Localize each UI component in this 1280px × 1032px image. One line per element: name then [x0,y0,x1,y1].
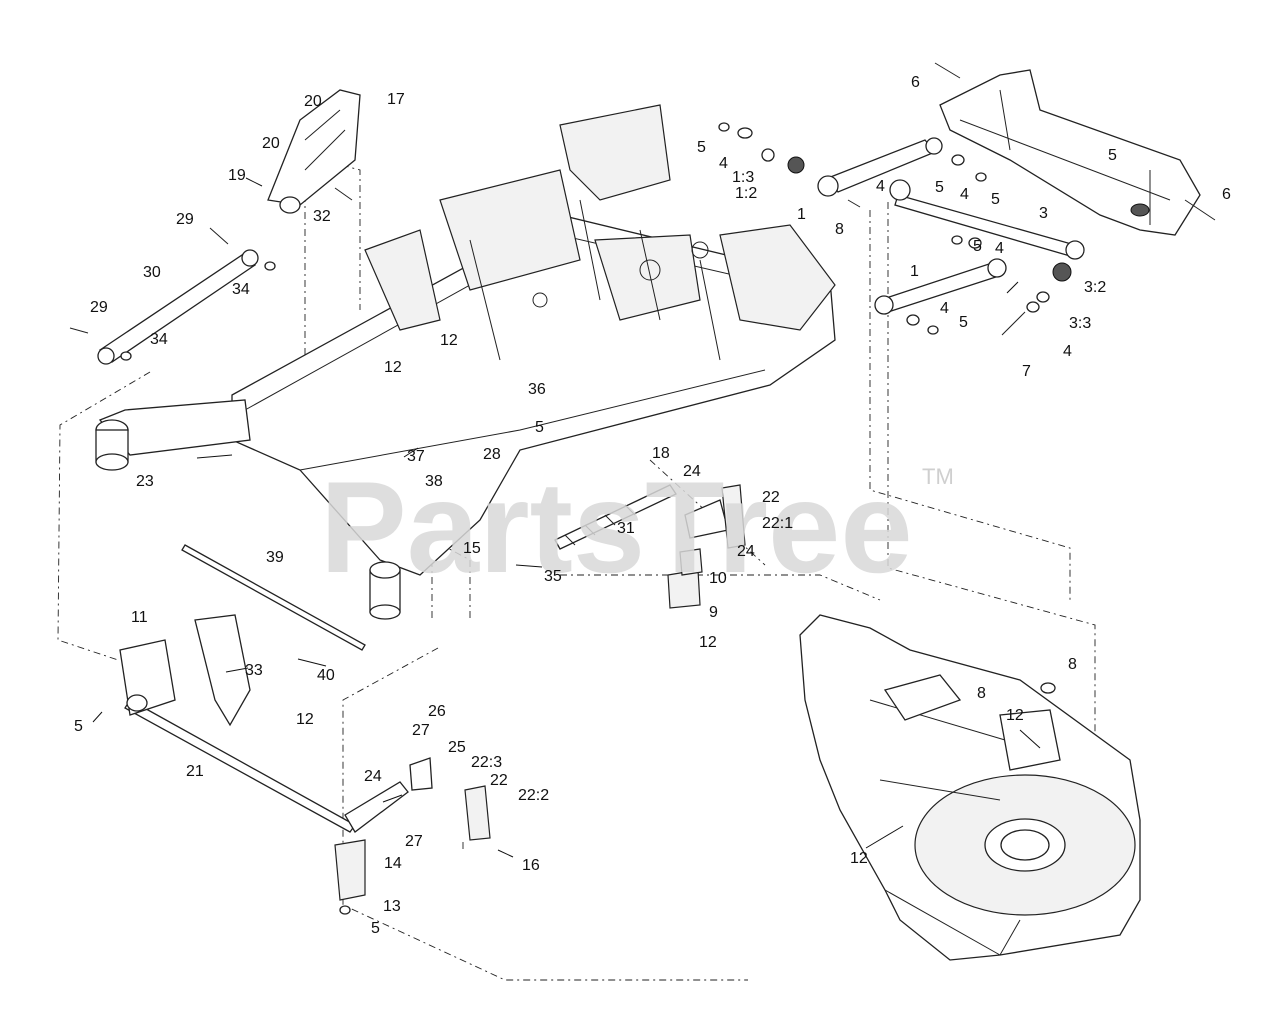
callout-label: 12 [699,634,717,651]
callout-label: 23 [136,473,154,490]
callout-label: 12 [850,850,868,867]
callout-label: 6 [911,74,920,91]
height-plate [267,89,361,214]
callout-label: 11 [131,609,148,626]
callout-label: 5 [959,314,968,331]
callout-label: 16 [522,857,540,874]
callout-label: 1:2 [735,185,757,202]
callout-label: 1:3 [732,169,754,186]
callout-label: 8 [977,685,986,702]
leader-lines [92,177,1041,858]
watermark: PartsTree [320,454,913,600]
callout-label: 27 [405,833,423,850]
callout-label: 6 [1222,186,1231,203]
callout-label: 25 [448,739,466,756]
callout-label: 14 [384,855,402,872]
callout-label: 4 [1063,343,1072,360]
callout-label: 29 [176,211,194,228]
callout-label: 30 [143,264,161,281]
callout-label: 5 [1108,147,1117,164]
callout-label: 35 [544,568,562,585]
callout-label: 19 [228,167,246,184]
callout-label: 3 [1039,205,1048,222]
callout-label: 4 [719,155,728,172]
callout-label: 24 [737,543,755,560]
callout-label: 24 [364,768,382,785]
lift-shaft-31 [554,484,746,550]
callout-label: 40 [317,667,335,684]
callout-label: 24 [683,463,701,480]
callout-label: 8 [1068,656,1077,673]
callout-label: 5 [535,419,544,436]
main-frame [95,104,836,620]
callout-label: 9 [709,604,718,621]
callout-label: 37 [407,448,425,465]
front-hanger-bracket [939,69,1201,236]
callout-label: 5 [991,191,1000,208]
link-arms [718,62,1216,336]
callout-label: 28 [483,446,501,463]
callout-label: 38 [425,473,443,490]
callout-label: 26 [428,703,446,720]
callout-label: 4 [876,178,885,195]
callout-label: 5 [973,238,982,255]
callout-label: 4 [995,240,1004,257]
callout-label: 21 [186,763,204,780]
callout-label: 15 [463,540,481,557]
callout-label: 34 [150,331,168,348]
callout-label: 13 [383,898,401,915]
callout-label: 12 [1006,707,1024,724]
callout-label: 22:2 [518,787,549,804]
callout-label: 5 [935,179,944,196]
lift-shaft-21 [119,548,703,915]
callout-label: 22 [490,772,508,789]
callout-label: 4 [960,186,969,203]
callout-label: 12 [440,332,458,349]
callout-label: 22:1 [762,515,793,532]
callout-label: 1 [910,263,919,280]
callout-label: 7 [1022,363,1031,380]
callout-label: 33 [245,662,263,679]
watermark-trademark: TM [922,464,954,489]
callout-label: 3:2 [1084,279,1106,296]
callout-label: 5 [74,718,83,735]
callout-label: 32 [313,208,331,225]
assembly-boundaries [57,154,1096,981]
callout-label: 17 [387,91,405,108]
callout-label: 8 [835,221,844,238]
callout-label: 12 [296,711,314,728]
callout-label: 5 [371,920,380,937]
callout-label: 20 [304,93,322,110]
callout-label: 5 [697,139,706,156]
callout-label: 27 [412,722,430,739]
callout-label: 20 [262,135,280,152]
callout-label: 12 [384,359,402,376]
callout-label: 3:3 [1069,315,1091,332]
rod-39 [181,544,366,651]
callout-label: 36 [528,381,546,398]
callout-label: 39 [266,549,284,566]
link-30 [69,227,276,365]
callout-label: 34 [232,281,250,298]
callout-label: 29 [90,299,108,316]
callout-label: 1 [797,206,806,223]
callout-label: 4 [940,300,949,317]
callout-label: 18 [652,445,670,462]
mower-deck [799,614,1141,961]
callout-label: 31 [617,520,635,537]
callout-label: 10 [709,570,727,587]
callout-label: 22:3 [471,754,502,771]
callout-label: 22 [762,489,780,506]
